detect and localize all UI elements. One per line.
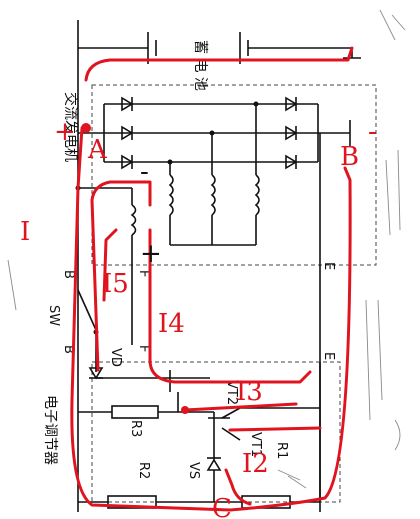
terminal-e-mid: E xyxy=(321,262,336,270)
vs-label: VS xyxy=(186,462,201,479)
battery: 蓄 电 池 xyxy=(78,32,361,91)
zener-vs: VS xyxy=(186,440,222,502)
r3-label: R3 xyxy=(128,420,143,437)
r1-label: R1 xyxy=(274,442,289,459)
vt1-label: VT1 xyxy=(248,432,263,457)
diode-vd: VD xyxy=(88,332,132,380)
transistor-vt1: VT1 xyxy=(208,407,320,457)
terminal-f-bottom: F xyxy=(136,345,151,352)
annotation-current-i5: I5 xyxy=(102,269,129,299)
annotation-plus-field: + xyxy=(140,239,162,269)
battery-label: 蓄 电 池 xyxy=(192,40,208,91)
terminal-e-bottom: E xyxy=(321,352,336,360)
alternator-label: 交流发电机 xyxy=(62,92,79,162)
terminal-f-mid: F xyxy=(136,270,151,277)
alternator-box xyxy=(91,84,377,266)
stator-windings xyxy=(168,174,260,246)
annotation-point-b: B xyxy=(340,142,359,172)
annotation-current-i: I xyxy=(20,217,30,247)
current-annotations xyxy=(70,46,354,512)
diode-vd-label: VD xyxy=(108,348,123,367)
resistor-r3: R3 xyxy=(78,405,178,437)
switch-label: SW xyxy=(46,305,61,326)
annotation-current-i2: I2 xyxy=(242,449,269,479)
rectifier-bridge xyxy=(103,96,351,175)
pencil-scribbles xyxy=(7,9,406,489)
ignition-switch: SW B F E xyxy=(46,289,336,360)
terminal-b-top: B xyxy=(61,270,76,279)
annotation-minus-field: - xyxy=(140,157,149,187)
annotation-current-i4: I4 xyxy=(158,309,185,339)
terminal-b-bottom: B xyxy=(61,345,76,354)
annotation-minus-right: - xyxy=(368,117,377,147)
r2-label: R2 xyxy=(136,462,151,479)
annotation-current-i3: I3 xyxy=(236,377,263,407)
annotation-point-a: A xyxy=(87,135,108,165)
resistor-r2: R2 xyxy=(78,462,242,509)
annotation-plus-left: + xyxy=(54,117,76,147)
annotation-point-c: C xyxy=(212,494,232,519)
vt2-label: VT2 xyxy=(224,380,239,405)
regulator-label: 电子调节器 xyxy=(42,395,58,465)
